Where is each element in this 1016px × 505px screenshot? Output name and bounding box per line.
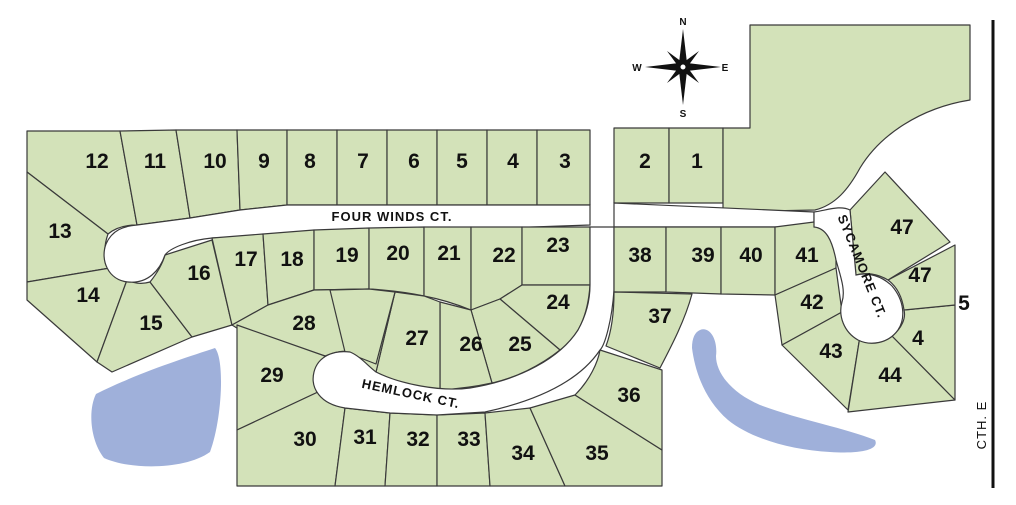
- lot-35-label: 35: [585, 442, 609, 465]
- lot-22-label: 22: [492, 244, 515, 267]
- lot-number-labels: 12 11 10 9 8 7 6 5 4 3 2 1 13 14 15 16 1…: [48, 150, 970, 465]
- lot-21-label: 21: [437, 242, 461, 265]
- lot-13-label: 13: [48, 220, 71, 243]
- lot-3-label: 3: [559, 150, 571, 173]
- compass-north-label: N: [679, 17, 686, 28]
- lot-5-label: 5: [456, 150, 468, 173]
- lot-34-label: 34: [511, 442, 535, 465]
- compass-south-point: [679, 67, 687, 105]
- lot-5b-label: 5: [958, 292, 970, 315]
- lot-8-label: 8: [304, 150, 316, 173]
- lot-42-label: 42: [800, 291, 823, 314]
- compass-west-label: W: [632, 63, 642, 74]
- lot-17-label: 17: [234, 248, 257, 271]
- lot-19-label: 19: [335, 244, 358, 267]
- lot-26-label: 26: [459, 333, 482, 356]
- compass-north-point: [679, 29, 687, 67]
- lot-47a-label: 47: [890, 216, 913, 239]
- lot-25-label: 25: [508, 333, 532, 356]
- lot-39-label: 39: [691, 244, 714, 267]
- lot-38-label: 38: [628, 244, 652, 267]
- compass-west-point: [645, 63, 683, 71]
- lot-6-label: 6: [408, 150, 420, 173]
- lot-15-label: 15: [139, 312, 163, 335]
- compass-se-point: [683, 67, 699, 83]
- sycamore-lot-group: [774, 171, 956, 413]
- lot-20-label: 20: [386, 242, 409, 265]
- lot-21-parcel[interactable]: [423, 226, 472, 311]
- sycamore-ct-road: [813, 207, 904, 344]
- west-lot-group: [26, 171, 233, 373]
- four-winds-ct-label: FOUR WINDS CT.: [332, 209, 453, 224]
- compass-rose: N S W E: [632, 17, 728, 120]
- hemlock-ct-road: [312, 226, 615, 416]
- cth-e-label: CTH. E: [974, 401, 989, 450]
- lot-12-label: 12: [85, 150, 108, 173]
- lot-37-label: 37: [648, 305, 671, 328]
- pond-southwest: [91, 348, 222, 467]
- lot-2-label: 2: [639, 150, 651, 173]
- four-winds-ct-road: [103, 204, 591, 283]
- lot-41-label: 41: [795, 244, 819, 267]
- compass-nw-point: [667, 51, 683, 67]
- lot-28-west-strip[interactable]: [329, 288, 396, 365]
- lot-4b-label: 4: [912, 327, 924, 350]
- lot-35-parcel[interactable]: [529, 394, 663, 487]
- lot-23-label: 23: [546, 234, 569, 257]
- lot-29-label: 29: [260, 364, 283, 387]
- compass-sw-point: [667, 67, 683, 83]
- lot-10-label: 10: [203, 150, 226, 173]
- lot-4-label: 4: [507, 150, 519, 173]
- lot-28-label: 28: [292, 312, 316, 335]
- lot-43-label: 43: [819, 340, 842, 363]
- lot-27-label: 27: [405, 327, 428, 350]
- lot-9-label: 9: [258, 150, 270, 173]
- lot-24-label: 24: [546, 291, 570, 314]
- lot-36-parcel[interactable]: [574, 349, 663, 451]
- lot-36-label: 36: [617, 384, 640, 407]
- compass-south-label: S: [680, 109, 687, 120]
- lot-16-label: 16: [187, 262, 210, 285]
- lot-30-label: 30: [293, 428, 316, 451]
- lot-33-label: 33: [457, 428, 480, 451]
- stream-south-center: [692, 329, 876, 453]
- lot-7-label: 7: [357, 150, 369, 173]
- compass-east-label: E: [722, 63, 729, 74]
- outlot-northeast[interactable]: [722, 24, 971, 213]
- lot-14-label: 14: [76, 284, 100, 307]
- lot-1-label: 1: [691, 150, 703, 173]
- lot-40-label: 40: [739, 244, 762, 267]
- compass-center: [679, 63, 687, 71]
- compass-ne-point: [683, 51, 699, 67]
- lot-44-label: 44: [878, 364, 902, 387]
- east-center-lot-group: [605, 226, 776, 369]
- lot-37-parcel[interactable]: [605, 291, 693, 369]
- lot-11-label: 11: [144, 150, 167, 173]
- lot-32-label: 32: [406, 428, 429, 451]
- lot-18-label: 18: [280, 248, 304, 271]
- north-lot-row: [26, 24, 971, 235]
- south-lot-group: [236, 324, 663, 487]
- lot-47b-label: 47: [908, 264, 931, 287]
- compass-east-point: [683, 63, 721, 71]
- lot-47b-parcel[interactable]: [887, 244, 956, 311]
- lot-31-label: 31: [353, 426, 377, 449]
